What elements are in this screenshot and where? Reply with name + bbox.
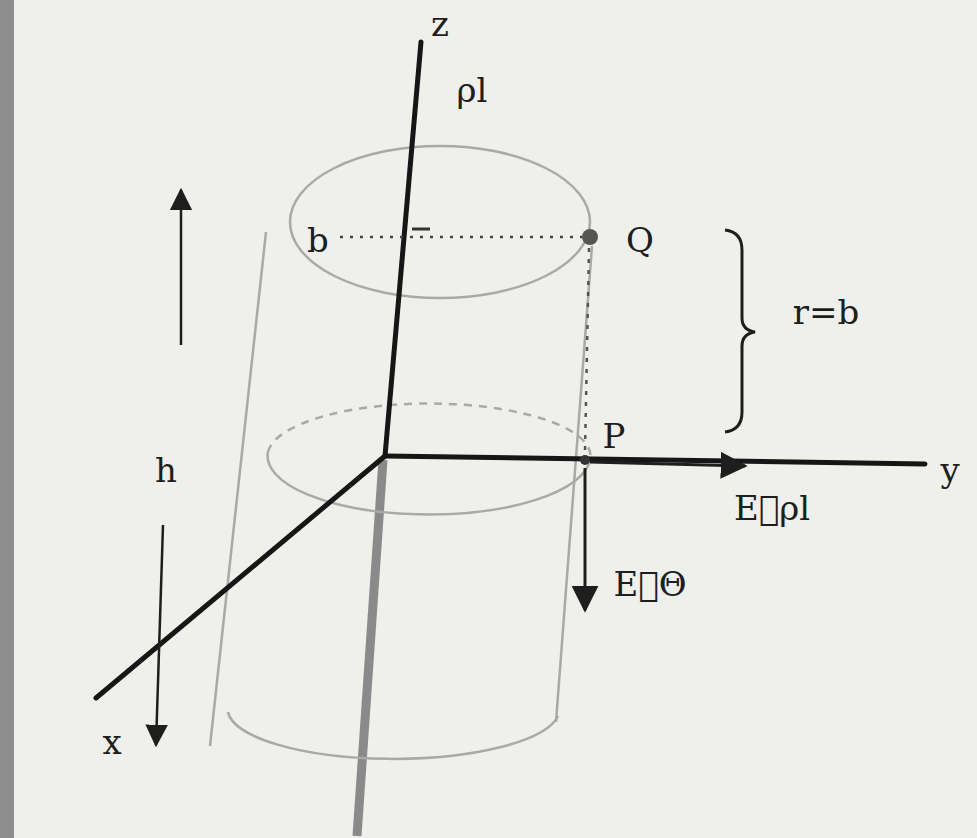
axis-label: b xyxy=(307,223,329,257)
field-vector xyxy=(584,468,587,610)
dimension-arrow xyxy=(156,525,163,745)
photo-edge xyxy=(0,0,14,838)
axis-label: h xyxy=(155,453,177,487)
axis-label: Q xyxy=(626,223,654,257)
point-charge xyxy=(582,229,598,245)
axis-label: P xyxy=(603,419,626,453)
axis-label: ρl xyxy=(457,73,488,107)
dimension-arrow xyxy=(180,190,183,345)
cylinder xyxy=(210,146,592,759)
line-charge xyxy=(357,460,383,836)
point-p xyxy=(580,455,590,465)
field-vector xyxy=(590,462,745,466)
axis-label: z xyxy=(431,7,449,41)
radius-line xyxy=(340,236,582,239)
bracket xyxy=(725,230,755,432)
axis-label: E⃗ρl xyxy=(734,491,810,525)
axis-label: E⃗Θ xyxy=(613,567,686,601)
axis-label: y xyxy=(940,453,959,487)
distance-line xyxy=(585,248,589,452)
axis-label: x xyxy=(102,725,121,759)
axis-label: r=b xyxy=(793,295,860,329)
tick xyxy=(412,228,430,231)
axes xyxy=(96,42,925,698)
